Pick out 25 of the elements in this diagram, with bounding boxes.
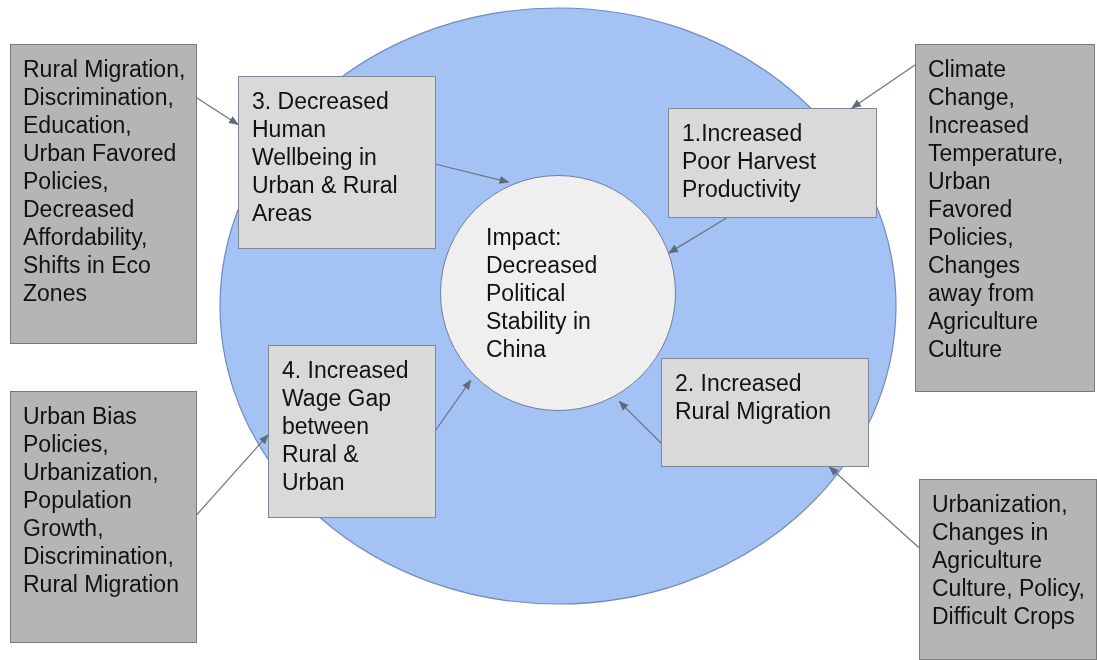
node-text: Urban Bias Policies, Urbanization, Population Growth, Discrimination, Rural Migration bbox=[23, 402, 180, 598]
node-text: Impact: Decreased Political Stability in China bbox=[486, 223, 599, 363]
factor-box bbox=[661, 358, 869, 467]
node-text: Climate Change, Increased Temperature, Urban Favored Policies, Changes away from Agriculture Culture bbox=[928, 55, 1065, 363]
arrow bbox=[851, 64, 916, 109]
cause-box bbox=[10, 44, 197, 344]
factor-box bbox=[268, 345, 436, 518]
node-text: 3. Decreased Human Wellbeing in Urban & Rural Areas bbox=[252, 87, 399, 227]
node-text: 2. Increased Rural Migration bbox=[675, 369, 832, 425]
node-text: 4. Increased Wage Gap between Rural & Urban bbox=[282, 356, 410, 496]
node-text: Urbanization, Changes in Agriculture Culture, Policy, Difficult Crops bbox=[932, 490, 1086, 630]
node-text: 1.Increased Poor Harvest Productivity bbox=[682, 119, 818, 203]
arrow bbox=[668, 217, 728, 254]
arrow bbox=[196, 97, 239, 126]
node-text: Rural Migration, Discrimination, Education, Urban Favored Policies, Decreased Affordability, Shifts in Eco Zones bbox=[23, 55, 187, 307]
factor-box bbox=[238, 76, 436, 249]
arrow bbox=[435, 379, 472, 431]
cause-box bbox=[915, 44, 1095, 392]
factor-box bbox=[668, 108, 877, 218]
arrow bbox=[618, 400, 662, 444]
arrow bbox=[196, 434, 269, 516]
arrow bbox=[435, 163, 510, 184]
cause-box bbox=[919, 479, 1097, 660]
cause-box bbox=[10, 391, 197, 643]
arrow bbox=[828, 466, 920, 549]
